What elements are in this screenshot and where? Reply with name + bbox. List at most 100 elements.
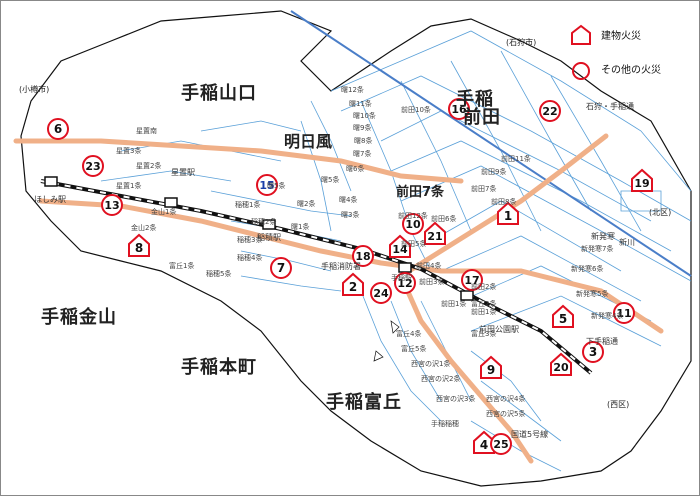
block-label: 曙7条 [353,150,372,158]
block-label: 稲穂2条 [251,218,277,226]
block-label: 稲穂4条 [237,254,263,262]
district-maeda-1: 手稲 [456,89,494,110]
block-label: 曙9条 [353,124,372,132]
marker-10-other-fire: 10 [402,213,424,235]
block-label: 西宮の沢4条 [486,395,526,403]
block-label: 前田8条 [491,198,517,206]
block-label: 曙6条 [346,165,365,173]
legend-other-label: その他の火災 [601,65,661,76]
block-label: 西宮の沢3条 [436,395,476,403]
block-label: 新発寒4条 [591,312,624,320]
block-label: 曙4条 [339,196,358,204]
district-maeda-2: 前田 [463,107,501,128]
block-label: 前田12条 [398,212,428,220]
marker-number: 14 [392,243,408,256]
block-label: 金山1条 [151,208,177,216]
block-label: 前田11条 [501,155,531,163]
marker-8-building-fire: 8 [128,233,150,257]
block-label: 前田1条 [471,308,497,316]
marker-layer: 1234567891011121314151617181920212223242… [47,98,653,455]
legend-building-label: 建物火災 [601,31,641,42]
block-label: 前田2条 [471,283,497,291]
marker-13-other-fire: 13 [101,194,123,216]
hoshioki-station-label: 星置駅 [171,168,195,177]
marker-25-other-fire: 25 [490,433,512,455]
city-ishikari: (石狩市) [506,38,537,47]
shinkawa-label: 新川 [619,238,635,247]
marker-5-building-fire: 5 [552,304,574,328]
station-boxes [44,176,474,301]
block-label: 前田4条 [416,262,442,270]
marker-number: 17 [464,274,479,287]
block-label: 前田10条 [401,106,431,114]
shimo-teine-label: 下手稲通 [586,337,618,346]
marker-number: 20 [553,361,569,374]
block-label: 手稲稲穂 [431,420,459,428]
marker-number: 3 [589,345,597,359]
district-honcho: 手稲本町 [181,357,257,378]
other-fire-legend-icon [572,62,590,80]
marker-number: 7 [277,261,285,275]
marker-number: 13 [104,199,119,212]
block-label: 稲穂1条 [235,201,261,209]
block-label: 曙10条 [353,112,376,120]
marker-23-other-fire: 23 [82,155,104,177]
district-kanayama: 手稲金山 [41,307,117,328]
marker-number: 15 [259,179,274,192]
city-nishi-ku: (西区) [607,400,630,409]
route5-label: 国道5号線 [511,430,549,439]
block-label: 新発寒5条 [576,290,609,298]
marker-24-other-fire: 24 [370,282,392,304]
legend [571,24,591,80]
marker-21-building-fire: 21 [424,221,446,245]
marker-1-building-fire: 1 [497,201,519,225]
ishikari-teine-label: 石狩・手稲通 [586,102,634,111]
marker-number: 16 [451,103,467,116]
block-label: 前田9条 [481,168,507,176]
district-asuka: 明日風 [284,132,333,151]
block-label: 西宮の沢1条 [411,360,451,368]
block-label: 星置2条 [136,162,162,170]
shin-hakkamu-label: 新発寒 [591,232,615,241]
marker-number: 11 [616,307,631,320]
marker-number: 19 [634,177,649,190]
marker-11-other-fire: 11 [613,302,635,324]
marker-20-building-fire: 20 [550,352,572,376]
block-label: 星置南 [136,127,157,135]
block-label: 曙12条 [341,86,364,94]
marker-9-building-fire: 9 [480,355,502,379]
block-label: 前田3条 [419,278,445,286]
marker-18-other-fire: 18 [352,245,374,267]
marker-15-other-fire: 15 [256,174,278,196]
marker-number: 10 [405,218,421,231]
block-label: 稲穂3条 [237,236,263,244]
district-yamaguchi: 手稲山口 [181,83,257,104]
marker-19-building-fire: 19 [631,168,653,192]
marker-6-other-fire: 6 [47,118,69,140]
block-label: 曙1条 [291,223,310,231]
block-label: 曙8条 [354,137,373,145]
city-kita-ku: (北区) [649,208,672,217]
maeda-park-label: 前田公園駅 [479,325,519,334]
block-label: 前田1条 [441,300,467,308]
marker-17-other-fire: 17 [461,269,483,291]
block-label: 富丘3条 [471,330,497,338]
marker-22-other-fire: 22 [539,100,561,122]
block-label: 稲穂5条 [206,270,232,278]
block-label: 曙11条 [349,100,372,108]
block-label: 西宮の沢2条 [421,375,461,383]
building-fire-legend-icon [571,24,591,45]
marker-number: 6 [54,122,62,136]
marker-number: 24 [373,287,389,300]
block-label: 曙5条 [267,182,286,190]
marker-number: 4 [480,438,488,452]
inazumi-station-label: 稲積駅 [257,233,281,242]
block-label: 金山2条 [131,224,157,232]
block-label: 星置3条 [116,147,142,155]
block-label: 富丘5条 [401,345,427,353]
marker-number: 9 [487,363,495,377]
district-tomioka: 手稲富丘 [326,392,402,413]
marker-number: 18 [355,250,370,263]
marker-3-other-fire: 3 [582,341,604,363]
